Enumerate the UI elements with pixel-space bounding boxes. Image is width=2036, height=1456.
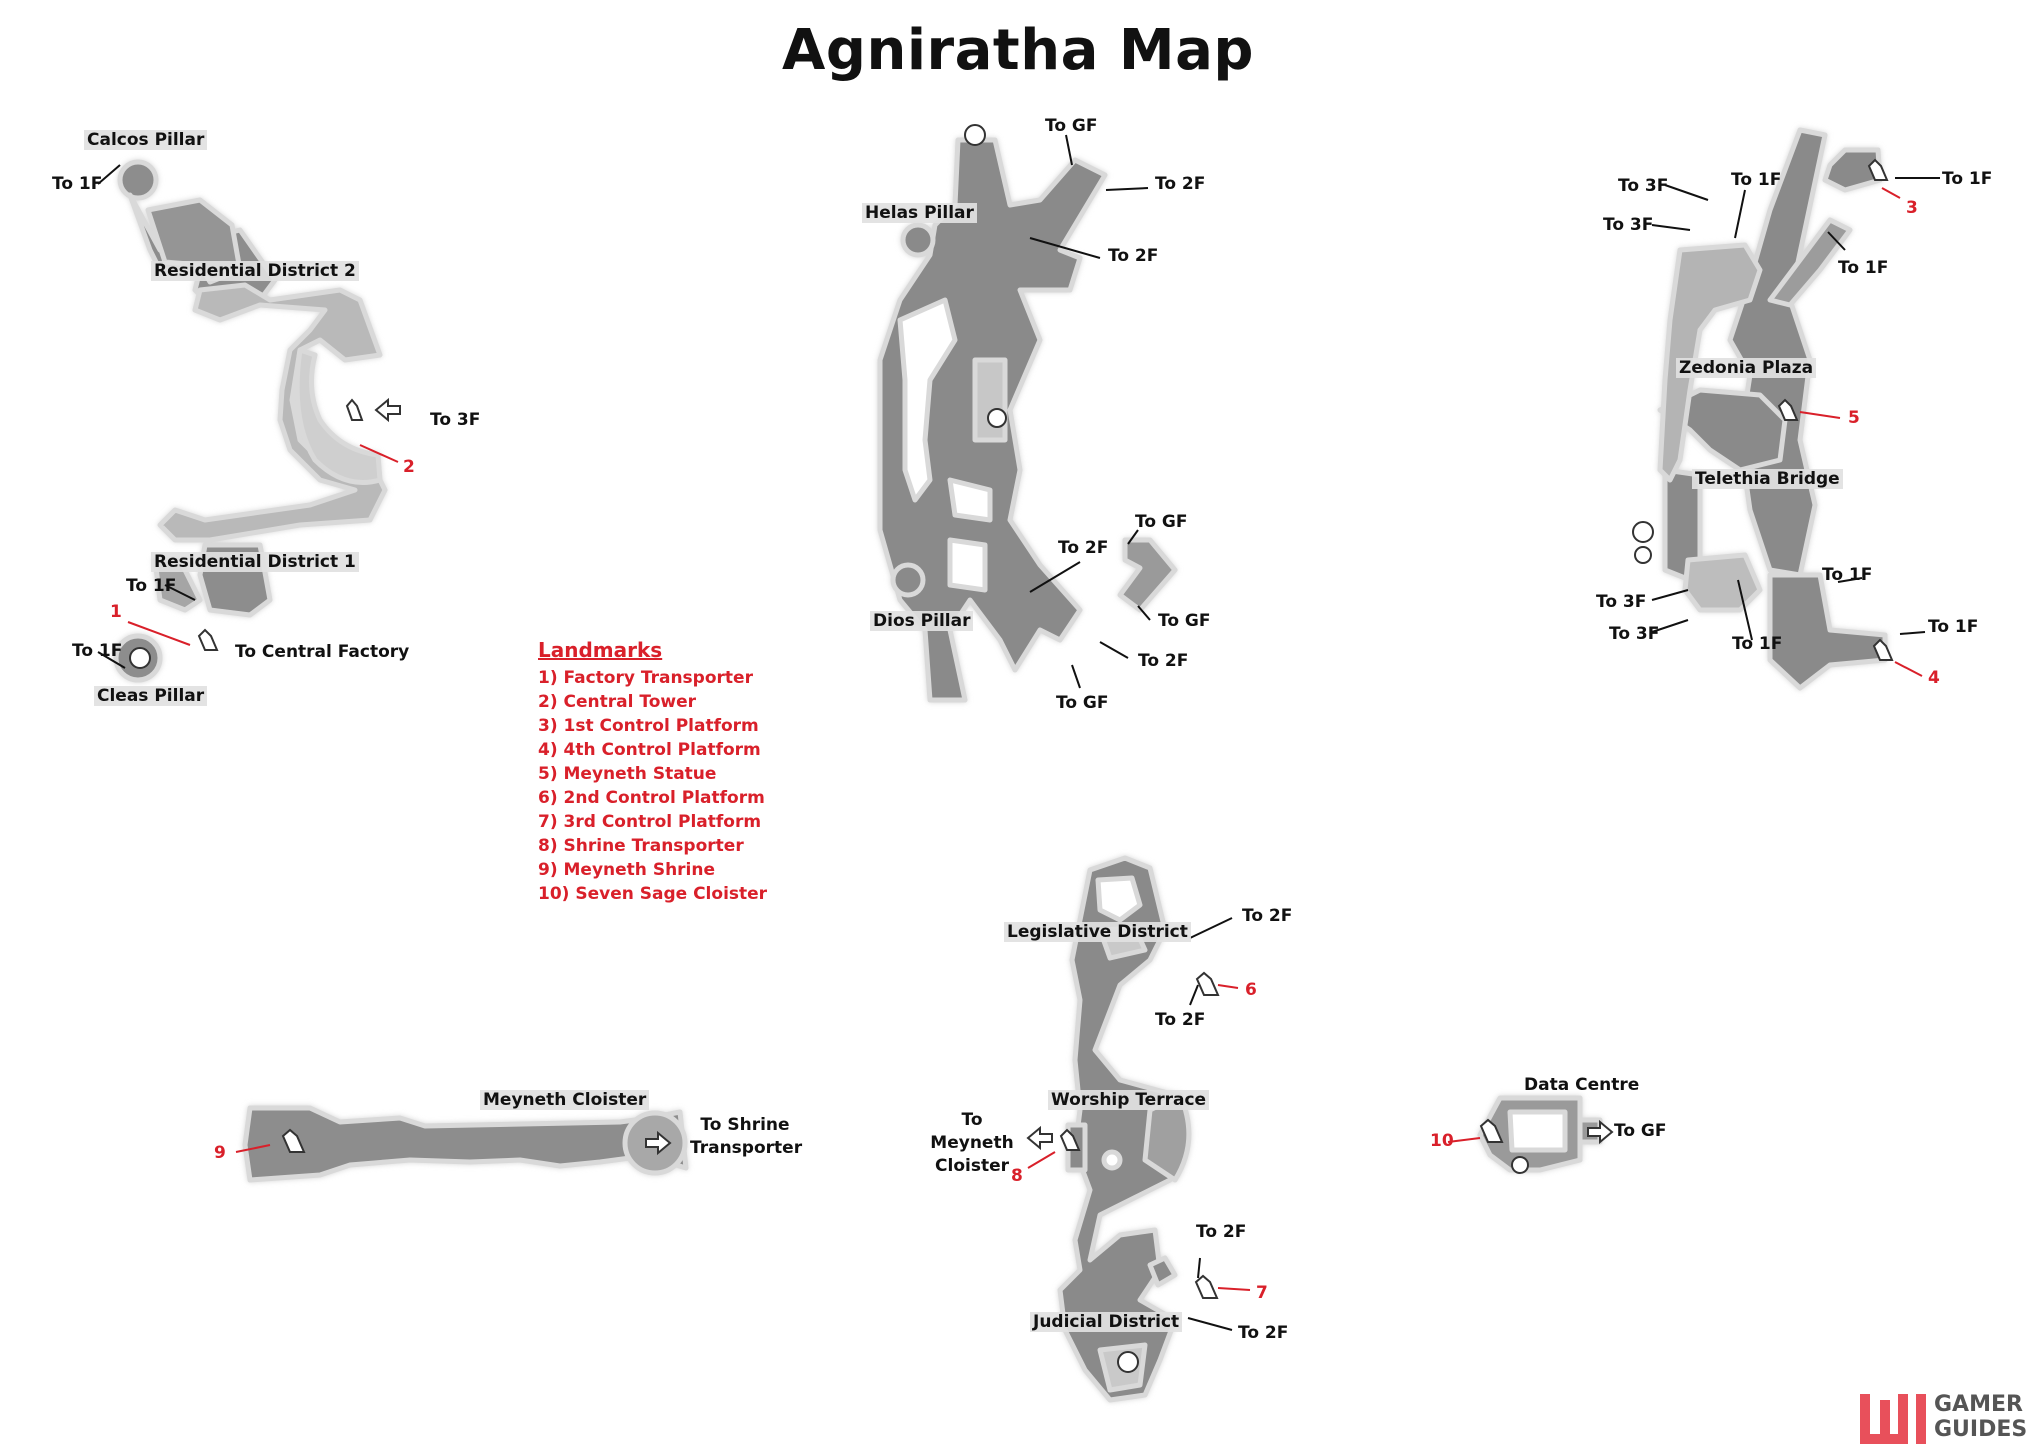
page-title: Agniratha Map — [782, 18, 1254, 83]
label-residential-district-2: Residential District 2 — [151, 261, 359, 281]
label-to-gf-center-r2: To GF — [1158, 611, 1211, 631]
label-to-2f-center-d: To 2F — [1138, 651, 1189, 671]
label-to-2f-south-c: To 2F — [1196, 1222, 1247, 1242]
legend-item: 1) Factory Transporter — [538, 668, 753, 688]
label-to-3f-east-d: To 3F — [1609, 624, 1660, 644]
cloister-markers — [281, 1128, 672, 1156]
marker-number-4: 4 — [1928, 668, 1940, 688]
south-red-leaders — [1027, 984, 1251, 1291]
label-to-meyneth-cloister: To Meyneth Cloister — [930, 1110, 1014, 1176]
legend-item: 3) 1st Control Platform — [538, 716, 759, 736]
west-floor-map — [113, 159, 388, 683]
cloister-red-leaders — [235, 1144, 271, 1153]
label-to-1f-west-a: To 1F — [52, 174, 103, 194]
label-to-2f-center-c: To 2F — [1058, 538, 1109, 558]
label-to-2f-south-d: To 2F — [1238, 1323, 1289, 1343]
label-judicial-district: Judicial District — [1030, 1312, 1183, 1332]
legend-item: 10) Seven Sage Cloister — [538, 884, 768, 904]
label-to-gf-data-centre: To GF — [1614, 1121, 1667, 1141]
legend-item: 9) Meyneth Shrine — [538, 860, 716, 880]
label-to-2f-center-b: To 2F — [1108, 246, 1159, 266]
brand-text: GAMER GUIDES — [1934, 1392, 2027, 1442]
west-red-leaders — [127, 444, 399, 646]
east-floor-map — [1657, 127, 1888, 691]
west-leaders — [97, 164, 196, 669]
gamer-guides-logo — [1860, 1394, 1926, 1444]
legend-item: 2) Central Tower — [538, 692, 696, 712]
south-leaders — [1187, 917, 1233, 1331]
label-to-gf-center-r1: To GF — [1135, 512, 1188, 532]
label-to-3f-west: To 3F — [430, 410, 481, 430]
label-to-2f-center-a: To 2F — [1155, 174, 1206, 194]
legend-heading: Landmarks — [538, 638, 663, 662]
label-cleas-pillar: Cleas Pillar — [94, 686, 208, 706]
west-markers — [129, 397, 401, 669]
east-red-leaders — [1799, 187, 1923, 677]
label-zedonia-plaza: Zedonia Plaza — [1676, 358, 1817, 378]
label-to-3f-east-c: To 3F — [1596, 592, 1647, 612]
label-to-1f-east-b: To 1F — [1942, 169, 1993, 189]
label-to-1f-west-c: To 1F — [72, 641, 123, 661]
marker-number-6: 6 — [1245, 980, 1257, 1000]
datacentre-red-leaders — [1447, 1137, 1481, 1143]
label-to-2f-south-b: To 2F — [1155, 1010, 1206, 1030]
marker-number-8: 8 — [1011, 1166, 1023, 1186]
label-meyneth-cloister: Meyneth Cloister — [480, 1090, 650, 1110]
label-to-3f-east-b: To 3F — [1603, 215, 1654, 235]
legend-item: 4) 4th Control Platform — [538, 740, 761, 760]
label-telethia-bridge: Telethia Bridge — [1692, 469, 1843, 489]
marker-number-10: 10 — [1430, 1131, 1454, 1151]
label-to-1f-west-b: To 1F — [126, 576, 177, 596]
label-data-centre: Data Centre — [1524, 1075, 1640, 1095]
east-leaders — [1651, 177, 1940, 641]
label-helas-pillar: Helas Pillar — [862, 203, 977, 223]
label-to-1f-east-d: To 1F — [1822, 565, 1873, 585]
label-to-1f-east-f: To 1F — [1732, 634, 1783, 654]
center-leaders — [1029, 134, 1151, 689]
label-to-1f-east-e: To 1F — [1928, 617, 1979, 637]
cloister-floor-map — [242, 1105, 689, 1183]
label-to-1f-east-c: To 1F — [1838, 258, 1889, 278]
legend-item: 6) 2nd Control Platform — [538, 788, 765, 808]
label-dios-pillar: Dios Pillar — [870, 611, 974, 631]
marker-number-3: 3 — [1906, 198, 1918, 218]
east-markers — [1632, 158, 1894, 661]
label-to-gf-center-top: To GF — [1045, 116, 1098, 136]
label-worship-terrace: Worship Terrace — [1048, 1090, 1210, 1110]
label-to-central-factory: To Central Factory — [235, 642, 410, 662]
brand-line-2: GUIDES — [1934, 1417, 2028, 1442]
landmarks-legend: Landmarks 1) Factory Transporter 2) Cent… — [538, 638, 767, 906]
label-calcos-pillar: Calcos Pillar — [84, 130, 208, 150]
label-residential-district-1: Residential District 1 — [151, 552, 359, 572]
label-to-1f-east-a: To 1F — [1731, 170, 1782, 190]
legend-item: 7) 3rd Control Platform — [538, 812, 762, 832]
marker-number-7: 7 — [1256, 1283, 1268, 1303]
marker-number-5: 5 — [1848, 408, 1860, 428]
label-legislative-district: Legislative District — [1004, 922, 1191, 942]
south-markers — [1026, 971, 1220, 1373]
label-to-shrine-transporter: To Shrine Transporter — [690, 1115, 803, 1158]
label-to-gf-center-bottom: To GF — [1056, 693, 1109, 713]
center-markers — [964, 124, 1007, 428]
label-to-3f-east-a: To 3F — [1618, 176, 1669, 196]
legend-item: 8) Shrine Transporter — [538, 836, 744, 856]
marker-number-9: 9 — [214, 1143, 226, 1163]
marker-number-2: 2 — [403, 457, 415, 477]
label-to-2f-south-a: To 2F — [1242, 906, 1293, 926]
datacentre-markers — [1479, 1118, 1614, 1174]
marker-number-1: 1 — [110, 602, 122, 622]
legend-item: 5) Meyneth Statue — [538, 764, 717, 784]
brand-line-1: GAMER — [1934, 1392, 2023, 1417]
